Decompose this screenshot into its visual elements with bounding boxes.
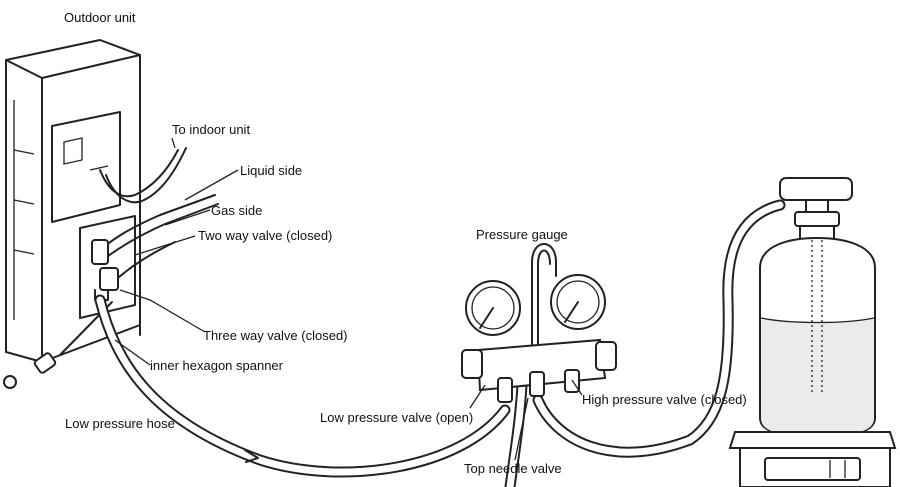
refrigerant-pipes — [94, 147, 219, 286]
label-high-pressure-valve: High pressure valve (closed) — [582, 392, 747, 407]
middle-hose — [504, 379, 528, 487]
label-two-way-valve: Two way valve (closed) — [198, 228, 333, 243]
label-liquid-side: Liquid side — [240, 163, 303, 178]
label-low-pressure-hose: Low pressure hose — [65, 416, 175, 431]
label-pressure-gauge: Pressure gauge — [476, 227, 568, 242]
low-pressure-hose — [94, 294, 511, 478]
label-low-pressure-valve: Low pressure valve (open) — [320, 410, 474, 425]
hose-arrow — [244, 449, 259, 463]
service-valves — [91, 239, 119, 301]
label-to-indoor-unit: To indoor unit — [172, 122, 251, 137]
center-hose — [532, 199, 786, 458]
refrigerant-cylinder — [759, 177, 876, 438]
manifold-gauge — [461, 243, 617, 403]
label-inner-hexagon-spanner: inner hexagon spanner — [150, 358, 283, 373]
outdoor-unit — [5, 39, 141, 373]
leader-lines — [114, 137, 583, 461]
label-gas-side: Gas side — [211, 203, 263, 218]
weighing-scale — [728, 431, 897, 487]
label-three-way-valve: Three way valve (closed) — [203, 328, 348, 343]
label-outdoor-unit: Outdoor unit — [64, 10, 136, 25]
label-top-needle-valve: Top needle valve — [464, 461, 562, 476]
